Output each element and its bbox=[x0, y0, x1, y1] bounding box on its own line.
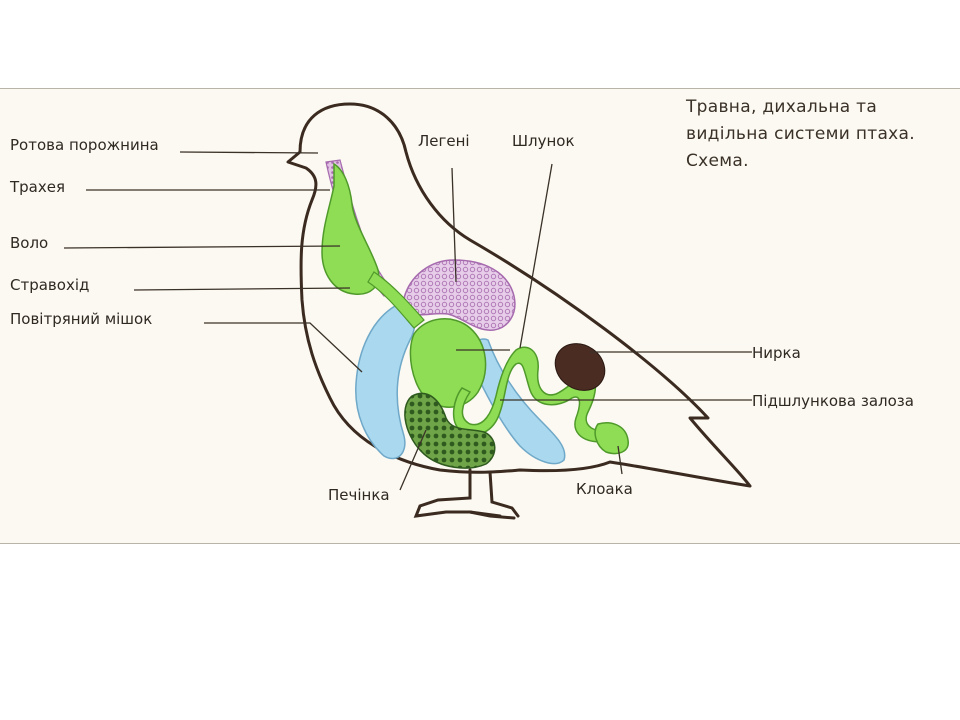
diagram-title: Травна, дихальна та видільна системи пта… bbox=[686, 94, 956, 175]
label-air-sac: Повітряний мішок bbox=[10, 310, 152, 328]
title-line-2: видільна системи птаха. bbox=[686, 124, 915, 144]
label-pancreas: Підшлункова залоза bbox=[752, 392, 914, 410]
crop bbox=[321, 162, 380, 295]
liver bbox=[404, 392, 496, 469]
label-stomach: Шлунок bbox=[512, 132, 575, 150]
leader-lines bbox=[63, 151, 752, 491]
label-esophagus: Стравохід bbox=[10, 276, 89, 294]
label-kidney: Нирка bbox=[752, 344, 801, 362]
label-liver: Печінка bbox=[328, 486, 390, 504]
label-lungs: Легені bbox=[418, 132, 470, 150]
label-trachea: Трахея bbox=[9, 178, 65, 196]
intestine bbox=[452, 346, 612, 443]
air-sac bbox=[355, 304, 416, 460]
title-line-3: Схема. bbox=[686, 151, 749, 171]
stomach bbox=[409, 318, 487, 408]
bird-outline bbox=[286, 102, 752, 488]
air-sac-posterior bbox=[469, 338, 566, 465]
label-mouth: Ротова порожнина bbox=[10, 136, 159, 154]
title-line-1: Травна, дихальна та bbox=[686, 97, 878, 117]
esophagus bbox=[367, 271, 425, 329]
cloaca bbox=[594, 422, 629, 455]
feet bbox=[413, 468, 520, 520]
kidney bbox=[554, 343, 606, 391]
label-cloaca: Клоака bbox=[576, 480, 633, 498]
label-crop: Воло bbox=[10, 234, 48, 252]
